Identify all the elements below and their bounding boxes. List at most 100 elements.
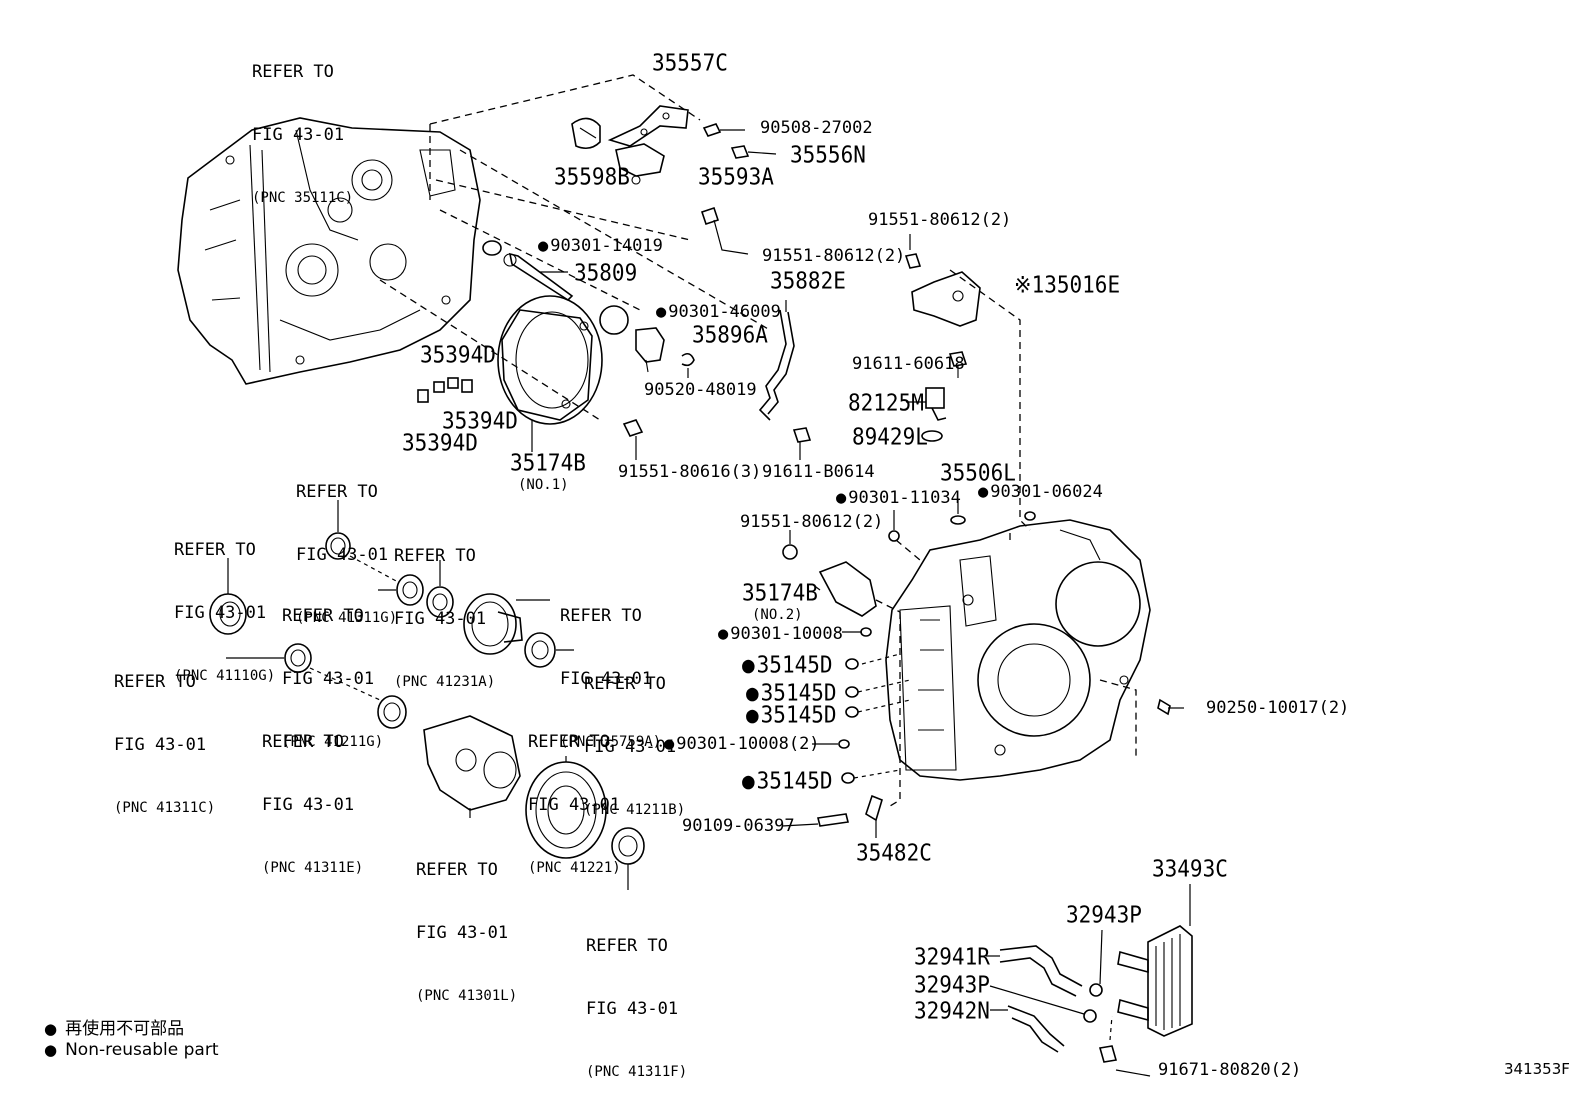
refer-line: REFER TO [394, 546, 476, 566]
refer-line: REFER TO [560, 606, 642, 626]
part-35896A [635, 327, 665, 373]
callout-35016E: ※135016E [1014, 271, 1121, 298]
refer-line: REFER TO [416, 860, 498, 880]
callout-35394D-a: 35394D [420, 341, 496, 368]
transmission-case-outline [177, 117, 481, 385]
refer-line: REFER TO [174, 540, 256, 560]
callout-90520-48019: 90520-48019 [644, 380, 757, 400]
callout-32943P-b: 32943P [914, 971, 990, 998]
callout-35394D-c: 35394D [402, 429, 478, 456]
refer-block-41311C: REFER TO FIG 43-01 (PNC 41311C) [114, 630, 215, 861]
oring-89429L [921, 430, 943, 442]
refer-line: (PNC 41211G) [282, 734, 384, 750]
bearing-41211G [378, 574, 424, 606]
refer-line: (PNC 41311F) [586, 1064, 688, 1080]
seal-41311F [611, 827, 645, 890]
callout-35145D-c: 35145D [746, 703, 837, 727]
refer-line: (PNC 35111C) [252, 190, 354, 206]
oil-cooler-33493C [1117, 884, 1193, 1037]
bolt-90508-27002 [702, 123, 745, 137]
callout-35145D-b: 35145D [746, 681, 837, 705]
refer-line: (PNC 35759A) [560, 734, 662, 750]
bolt-91671-80820 [1098, 1015, 1151, 1077]
refer-line: REFER TO [252, 62, 334, 82]
callout-91551-80612-c: 91551-80612(2) [740, 512, 884, 532]
refer-line: FIG 43-01 [586, 999, 679, 1019]
refer-line: FIG 43-01 [282, 669, 375, 689]
bullet-icon: ● [44, 1020, 58, 1038]
refer-block-41311F: REFER TO FIG 43-01 (PNC 41311F) [586, 894, 687, 1099]
refer-line: FIG 43-01 [296, 545, 389, 565]
refer-line: FIG 43-01 [528, 795, 621, 815]
refer-line: FIG 43-01 [114, 735, 207, 755]
callout-32942N: 32942N [914, 997, 990, 1024]
callout-35174B-no2: 35174B [742, 579, 818, 606]
refer-line: (PNC 41231A) [394, 674, 496, 690]
bracket-35016E [911, 271, 981, 327]
refer-block-35759A: REFER TO FIG 43-01 (PNC 35759A) [560, 564, 661, 795]
oil-pump-35174B-no1 [497, 295, 603, 452]
callout-32943P-a: 32943P [1066, 901, 1142, 928]
callout-90250-10017: 90250-10017(2) [1206, 698, 1350, 718]
callout-90301-10008-b: 90301-10008(2) [664, 736, 819, 753]
callout-35174B-no1: 35174B [510, 449, 586, 476]
refer-block-41221: REFER TO FIG 43-01 (PNC 41221) [528, 690, 621, 921]
bearing-41211B [524, 632, 574, 668]
callout-35174B-no1-sub: (NO.1) [518, 477, 569, 493]
callout-35598B: 35598B [554, 163, 630, 190]
refer-line: FIG 43-01 [416, 923, 509, 943]
callout-91551-80616: 91551-80616(3) [618, 462, 762, 482]
refer-block-41211G: REFER TO FIG 43-01 (PNC 41211G) [282, 564, 383, 795]
refer-line: FIG 43-01 [174, 603, 267, 623]
oring-90301-14019 [482, 240, 502, 256]
callout-35593A: 35593A [698, 163, 774, 190]
callout-90301-14019: 90301-14019 [538, 238, 663, 255]
bolt-35556N [730, 145, 777, 159]
refer-line: (PNC 41211B) [584, 802, 686, 818]
refer-line: (PNC 41110G) [174, 668, 276, 684]
legend-text: Non-reusable part [65, 1040, 219, 1060]
refer-line: FIG 43-01 [394, 609, 487, 629]
cover-35598B [571, 117, 601, 150]
callout-90508-27002: 90508-27002 [760, 118, 873, 138]
refer-line: REFER TO [296, 482, 378, 502]
clip-90520-48019 [681, 352, 695, 378]
callout-35882E: 35882E [770, 267, 846, 294]
callout-91611-B0614: 91611-B0614 [762, 462, 875, 482]
callout-35557C: 35557C [652, 49, 728, 76]
refer-line: REFER TO [114, 672, 196, 692]
bullet-icon: ● [44, 1041, 58, 1059]
refer-block-41301L: REFER TO FIG 43-01 (PNC 41301L) [416, 818, 517, 1049]
refer-line: (PNC 41311C) [114, 800, 216, 816]
seal-41311G [325, 500, 399, 583]
clamps-32943P [989, 929, 1103, 1023]
legend-text: 再使用不可部品 [65, 1019, 185, 1039]
bracket-35593A [615, 143, 665, 185]
refer-line: REFER TO [528, 732, 610, 752]
bearing-41231A [426, 560, 454, 618]
bolt-91551-80616 [622, 419, 644, 460]
refer-block-41311E: REFER TO FIG 43-01 (PNC 41311E) [262, 690, 363, 921]
sensor-82125M [906, 387, 947, 421]
refer-line: REFER TO [584, 674, 666, 694]
callout-35145D-a: 35145D [742, 653, 833, 677]
transaxle-housing-outline [818, 519, 1171, 781]
bolt-91611-B0614 [792, 427, 812, 460]
refer-block-41211B: REFER TO FIG 43-01 (PNC 41211B) [584, 632, 685, 863]
callout-35174B-no2-sub: (NO.2) [752, 607, 803, 623]
refer-line: REFER TO [282, 606, 364, 626]
refer-line: FIG 43-01 [560, 669, 653, 689]
refer-line: FIG 43-01 [262, 795, 355, 815]
callout-91551-80612-b: 91551-80612(2) [868, 210, 1012, 230]
seal-41311E [309, 667, 407, 729]
refer-line: (PNC 41301L) [416, 988, 518, 1004]
refer-block-41231A: REFER TO FIG 43-01 (PNC 41231A) [394, 504, 495, 735]
legend-nonreusable-en: ● Non-reusable part [44, 1040, 218, 1060]
pipe-35882E [758, 300, 795, 421]
callout-90109-06397: 90109-06397 [682, 816, 795, 836]
callout-82125M: 82125M [848, 389, 924, 416]
refer-block-41311G: REFER TO FIG 43-01 (PNC 41311G) [296, 440, 397, 671]
bolt-91551-80612-top [700, 206, 749, 255]
